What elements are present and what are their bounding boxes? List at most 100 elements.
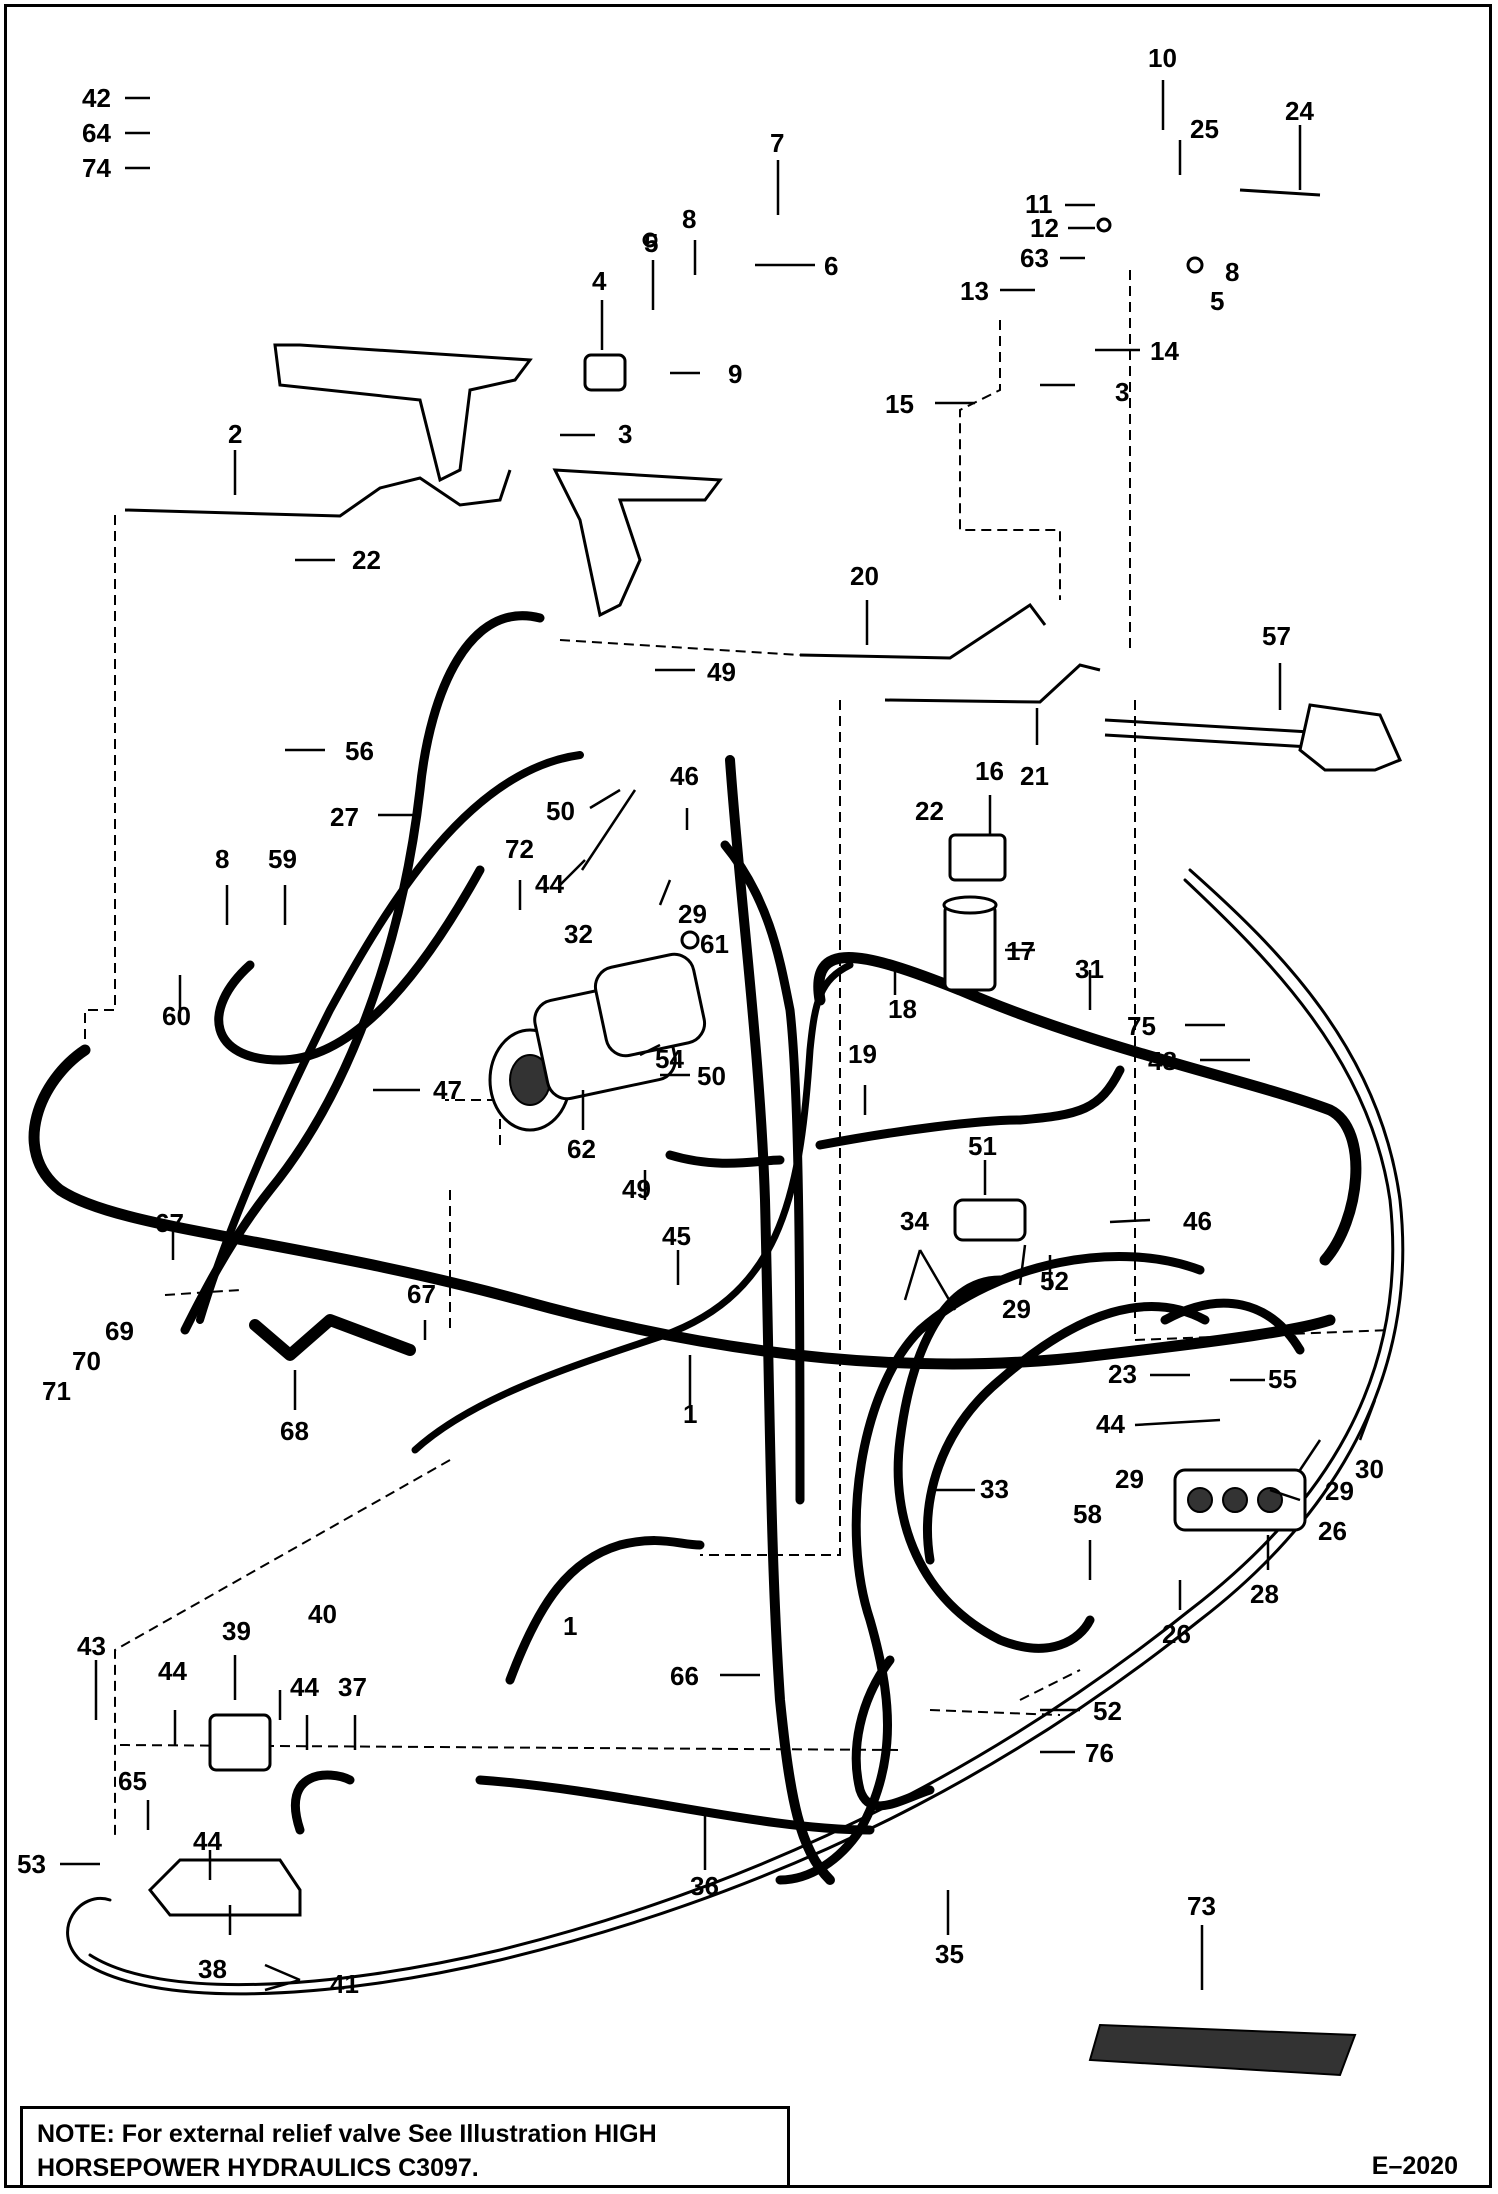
callout-43: 43 bbox=[77, 1631, 106, 1661]
tube-2 bbox=[124, 469, 512, 518]
callout-63: 63 bbox=[1020, 243, 1049, 273]
hose-47 bbox=[196, 751, 584, 1324]
callout-44a: 44 bbox=[535, 869, 564, 899]
hose-left-loop bbox=[214, 865, 485, 1065]
callout-44d: 44 bbox=[290, 1672, 319, 1702]
callout-29b: 29 bbox=[1002, 1294, 1031, 1324]
tube-21 bbox=[884, 663, 1101, 704]
callout-4: 4 bbox=[592, 266, 607, 296]
callout-24: 24 bbox=[1285, 96, 1314, 126]
callout-6: 6 bbox=[824, 251, 838, 281]
callout-46a: 46 bbox=[670, 761, 699, 791]
callout-7: 7 bbox=[770, 128, 784, 158]
callout-26b: 26 bbox=[1162, 1619, 1191, 1649]
hydraulic-pump bbox=[488, 952, 707, 1132]
callout-74: 74 bbox=[82, 153, 111, 183]
components bbox=[147, 188, 1403, 2077]
callout-59: 59 bbox=[268, 844, 297, 874]
callout-5a: 5 bbox=[644, 228, 658, 258]
callout-75: 75 bbox=[1127, 1011, 1156, 1041]
callout-29c: 29 bbox=[1325, 1476, 1354, 1506]
callout-22b: 22 bbox=[915, 796, 944, 826]
hose-36 bbox=[290, 1770, 875, 1835]
filter-assembly bbox=[942, 833, 1007, 992]
hose-66 bbox=[725, 755, 835, 1885]
callout-71: 71 bbox=[42, 1376, 71, 1406]
valve-39 bbox=[208, 1713, 272, 1772]
note-line-1: NOTE: For external relief valve See Illu… bbox=[37, 2120, 657, 2148]
callout-44b: 44 bbox=[1096, 1409, 1125, 1439]
callout-labels: 42 64 74 10 24 25 7 8 5 6 11 12 63 8 13 … bbox=[17, 43, 1384, 1999]
hose-29-right bbox=[720, 840, 805, 1505]
valve-block-4 bbox=[583, 353, 627, 392]
callout-31: 31 bbox=[1075, 954, 1104, 984]
callout-69: 69 bbox=[105, 1316, 134, 1346]
callout-18: 18 bbox=[888, 994, 917, 1024]
note-line-2: HORSEPOWER HYDRAULICS C3097. bbox=[37, 2154, 479, 2182]
callout-35: 35 bbox=[935, 1939, 964, 1969]
mount-57 bbox=[1298, 703, 1403, 772]
callout-36: 36 bbox=[690, 1871, 719, 1901]
figure-id: E–2020 bbox=[1371, 2152, 1458, 2180]
callout-52a: 52 bbox=[1040, 1266, 1069, 1296]
callout-10: 10 bbox=[1148, 43, 1177, 73]
callout-58: 58 bbox=[1073, 1499, 1102, 1529]
tube-20 bbox=[799, 602, 1047, 660]
callout-44e: 44 bbox=[193, 1826, 222, 1856]
callout-45: 45 bbox=[662, 1221, 691, 1251]
hose-52-lower bbox=[851, 1655, 935, 1811]
callout-23: 23 bbox=[1108, 1359, 1137, 1389]
callout-37: 37 bbox=[338, 1672, 367, 1702]
callout-49a: 49 bbox=[707, 657, 736, 687]
callout-30: 30 bbox=[1355, 1454, 1384, 1484]
callout-40: 40 bbox=[308, 1599, 337, 1629]
callout-29a: 29 bbox=[678, 899, 707, 929]
callout-8b: 8 bbox=[1225, 257, 1239, 287]
hose-1-upper bbox=[28, 1044, 1336, 1370]
callout-62: 62 bbox=[567, 1134, 596, 1164]
hose-31 bbox=[813, 952, 1362, 1266]
callout-51: 51 bbox=[968, 1131, 997, 1161]
callout-70: 70 bbox=[72, 1346, 101, 1376]
callout-13: 13 bbox=[960, 276, 989, 306]
callout-29d: 29 bbox=[1115, 1464, 1144, 1494]
callout-8c: 8 bbox=[215, 844, 229, 874]
callout-27: 27 bbox=[330, 802, 359, 832]
callout-73: 73 bbox=[1187, 1891, 1216, 1921]
callout-50b: 50 bbox=[697, 1061, 726, 1091]
callout-32: 32 bbox=[564, 919, 593, 949]
lever-bracket bbox=[273, 343, 533, 483]
callout-14: 14 bbox=[1150, 336, 1179, 366]
callout-72: 72 bbox=[505, 834, 534, 864]
callout-25: 25 bbox=[1190, 114, 1219, 144]
callout-11: 11 bbox=[1025, 189, 1053, 219]
callout-33: 33 bbox=[980, 1474, 1009, 1504]
hose-19 bbox=[815, 1065, 1125, 1150]
handle-24 bbox=[1239, 188, 1321, 197]
callout-67a: 67 bbox=[155, 1208, 184, 1238]
callout-54: 54 bbox=[655, 1044, 684, 1074]
callout-60: 60 bbox=[162, 1001, 191, 1031]
callout-12: 12 bbox=[1030, 213, 1059, 243]
plate-38 bbox=[147, 1858, 302, 1917]
callout-20: 20 bbox=[850, 561, 879, 591]
callout-1b: 1 bbox=[563, 1611, 577, 1641]
callout-44c: 44 bbox=[158, 1656, 187, 1686]
harness-35-inner bbox=[88, 878, 1395, 1987]
callout-9: 9 bbox=[728, 359, 742, 389]
callout-2: 2 bbox=[228, 419, 242, 449]
callout-68: 68 bbox=[280, 1416, 309, 1446]
callout-66: 66 bbox=[670, 1661, 699, 1691]
callout-39: 39 bbox=[222, 1616, 251, 1646]
callout-3a: 3 bbox=[1115, 377, 1129, 407]
callout-53: 53 bbox=[17, 1849, 46, 1879]
callout-48: 48 bbox=[1148, 1046, 1177, 1076]
callout-49b: 49 bbox=[622, 1174, 651, 1204]
callout-65: 65 bbox=[118, 1766, 147, 1796]
callout-1a: 1 bbox=[683, 1399, 697, 1429]
hose-45 bbox=[411, 961, 854, 1454]
callout-55: 55 bbox=[1268, 1364, 1297, 1394]
callout-57: 57 bbox=[1262, 621, 1291, 651]
valve-51 bbox=[953, 1198, 1027, 1242]
callout-26a: 26 bbox=[1318, 1516, 1347, 1546]
